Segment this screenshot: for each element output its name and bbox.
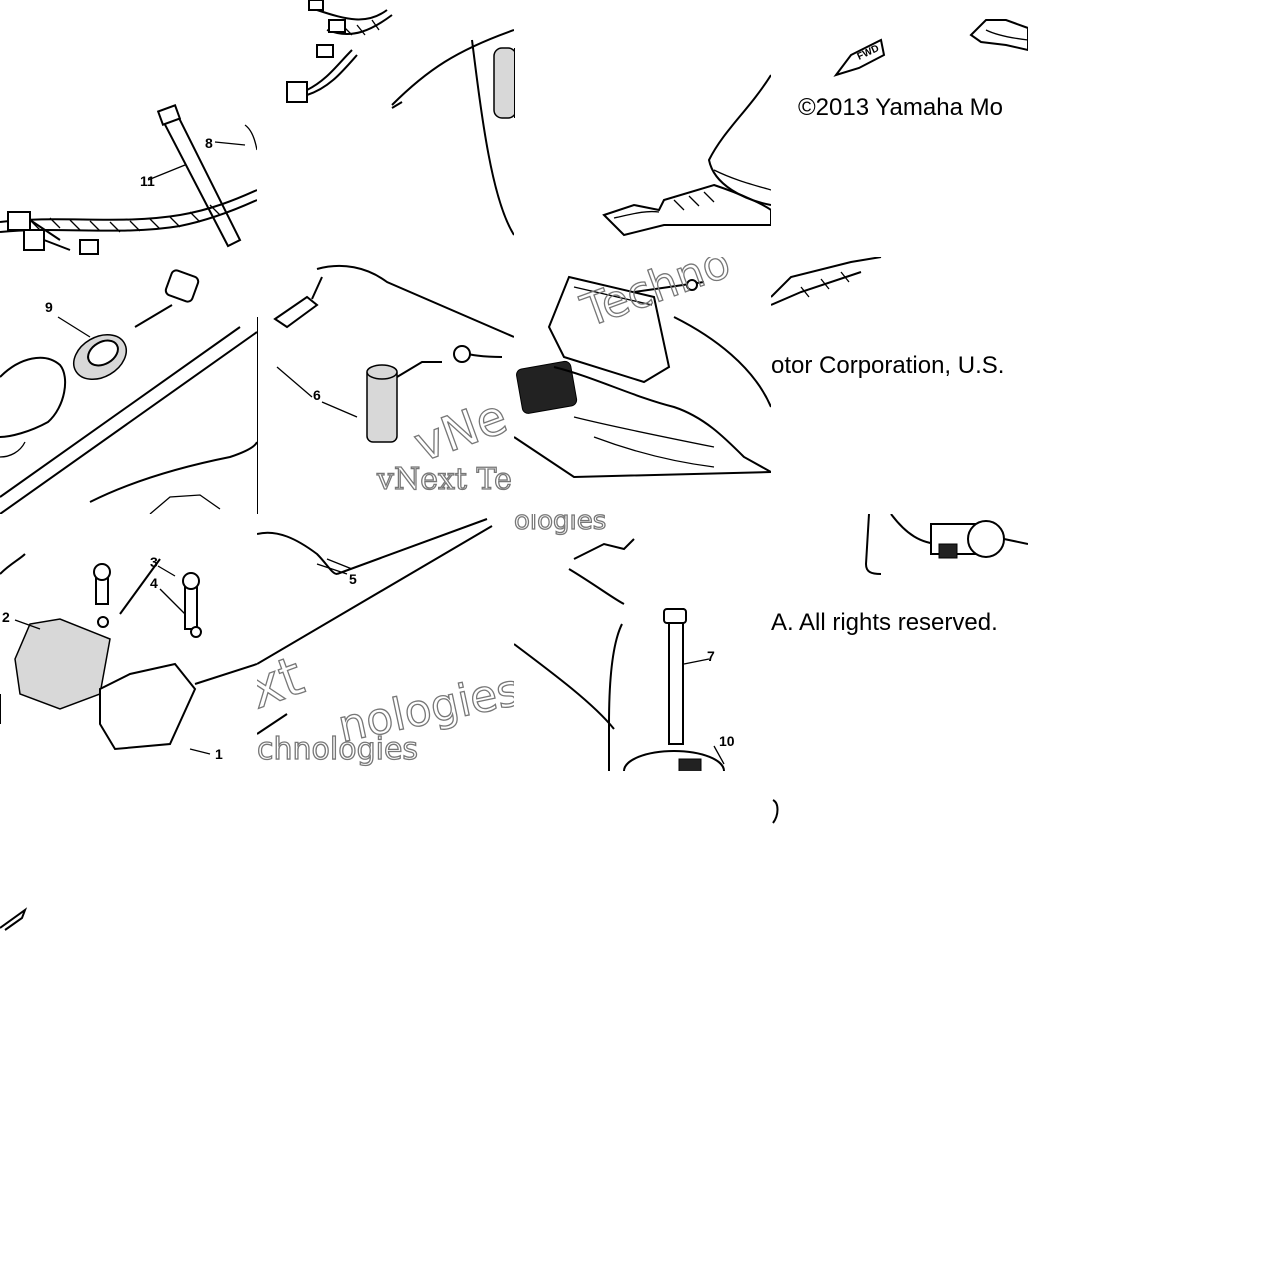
callout-8: 8: [205, 135, 213, 151]
callout-2: 2: [2, 609, 10, 625]
tile-ski: otor Corporation, U.S.: [771, 257, 1028, 514]
sensor-drawing: [864, 514, 1028, 575]
watermark-layer-b: Techno: [574, 257, 738, 338]
callout-7: 7: [707, 648, 715, 664]
tile-key-switch: 9: [0, 257, 257, 514]
plug-cord-drawing: 5: [257, 518, 493, 735]
harness-connectors-drawing: [286, 0, 514, 236]
watermark-text-4: xt: [257, 644, 311, 721]
callout-9: 9: [45, 299, 53, 315]
tile-hood: [514, 0, 771, 257]
tile-fwd-arrow: FWD ©2013 Yamaha Mo: [771, 0, 1028, 257]
tile-spark-cap: 6 vNext Te vNe: [257, 257, 514, 514]
callout-10: 10: [719, 733, 735, 749]
callout-4: 4: [150, 575, 158, 591]
watermark-text-3: ologies: [514, 514, 606, 536]
key-switch-drawing: 9: [0, 269, 257, 514]
watermark-text-6: chnologies: [257, 732, 418, 767]
callout-1: 1: [215, 746, 223, 762]
callout-5: 5: [349, 571, 357, 587]
copyright-line-1: ©2013 Yamaha Mo: [798, 94, 1003, 121]
hood-drawing: [514, 48, 771, 237]
watermark-text-2: vNe: [407, 389, 514, 474]
copyright-line-3: A. All rights reserved.: [771, 609, 998, 636]
ski-drawing: [771, 257, 882, 306]
fragment-plug-tip: [0, 907, 28, 931]
tile-wire-harness: 8 11: [0, 0, 257, 257]
tile-windshield: Techno: [514, 257, 771, 514]
wire-harness-drawing: 8 11: [0, 104, 257, 255]
tile-sensor: A. All rights reserved.: [771, 514, 1028, 771]
watermark-text-5: nologies: [334, 665, 514, 753]
fwd-arrow-drawing: FWD: [833, 19, 1028, 77]
watermark-text-1: vNext Te: [376, 462, 512, 497]
watermark-layer-d: ologies: [514, 514, 607, 537]
fragment-ring: [772, 799, 779, 824]
watermark-layer-a: vNext Te vNe: [375, 388, 514, 498]
tile-wire-clamp: 7 10 ologies: [514, 514, 771, 771]
wire-clamp-drawing: 7 10: [514, 538, 735, 771]
spark-cap-drawing: 6: [257, 264, 514, 514]
watermark-layer-c: xt chnologies nologies: [257, 643, 514, 767]
fwd-arrow-label: FWD: [856, 43, 881, 63]
callout-11: 11: [140, 173, 155, 189]
callout-6: 6: [313, 387, 321, 403]
tile-ignition-coil: 3 4 2 1: [0, 514, 257, 771]
windshield-drawing: [514, 275, 771, 479]
tile-harness-connectors: [257, 0, 514, 257]
callout-3: 3: [150, 554, 158, 570]
ignition-coil-drawing: 3 4 2 1: [0, 553, 257, 762]
tile-plug-cord: 5 xt chnologies nologies: [257, 514, 514, 771]
watermark-text-0: Techno: [574, 257, 736, 338]
copyright-line-2: otor Corporation, U.S.: [771, 352, 1005, 379]
